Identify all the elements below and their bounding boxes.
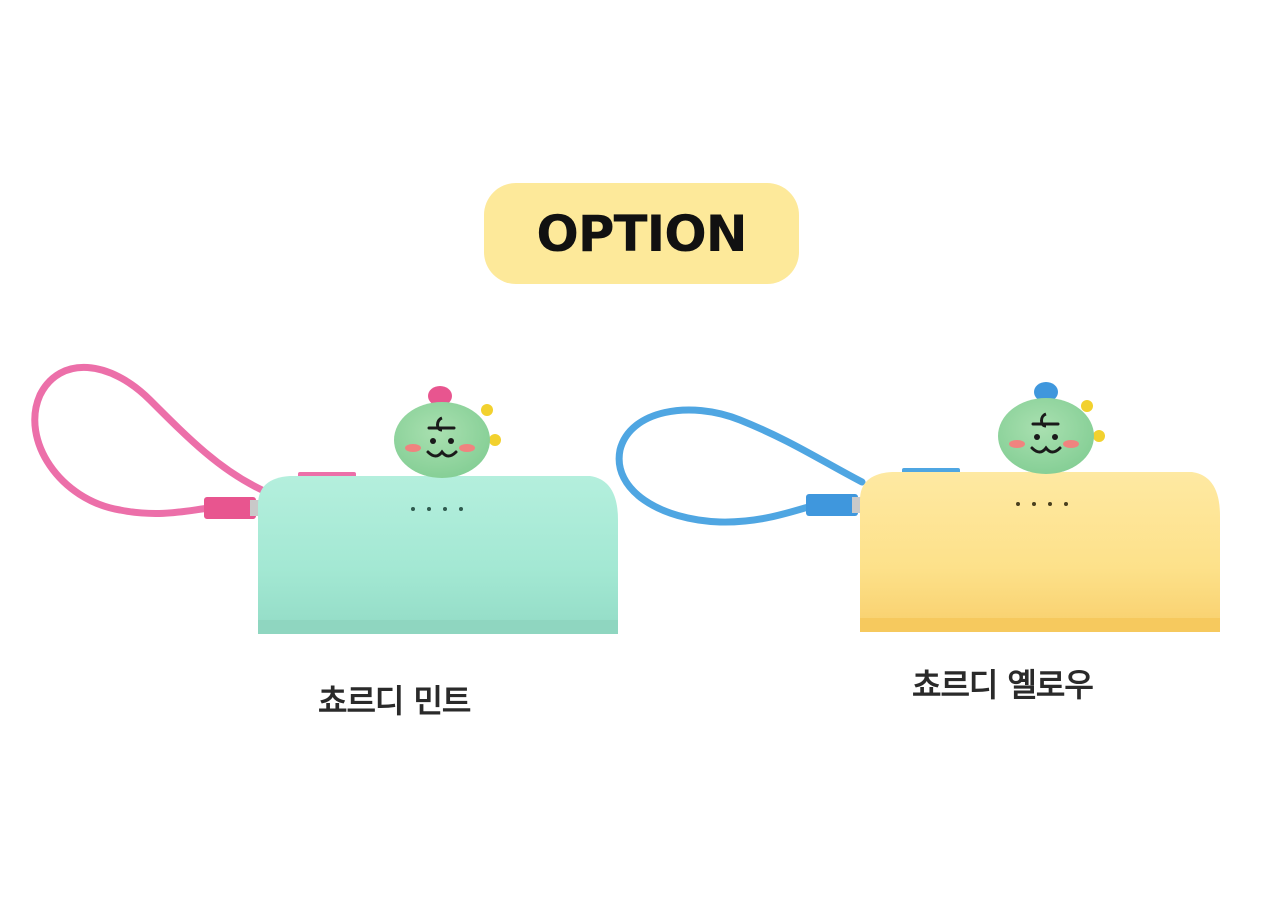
mint-body bbox=[258, 476, 618, 632]
option-badge: OPTION bbox=[484, 183, 799, 284]
yellow-cable bbox=[615, 406, 866, 526]
mint-connector bbox=[204, 497, 256, 519]
option-label-yellow: 쵸르디 옐로우 bbox=[912, 666, 1094, 704]
mint-cable bbox=[31, 363, 266, 517]
option-title: OPTION bbox=[536, 204, 747, 263]
mint-character-icon bbox=[394, 386, 501, 478]
yellow-body bbox=[860, 472, 1220, 632]
yellow-connector bbox=[806, 494, 858, 516]
option-label-mint: 쵸르디 민트 bbox=[318, 682, 471, 720]
yellow-character-icon bbox=[998, 382, 1105, 474]
